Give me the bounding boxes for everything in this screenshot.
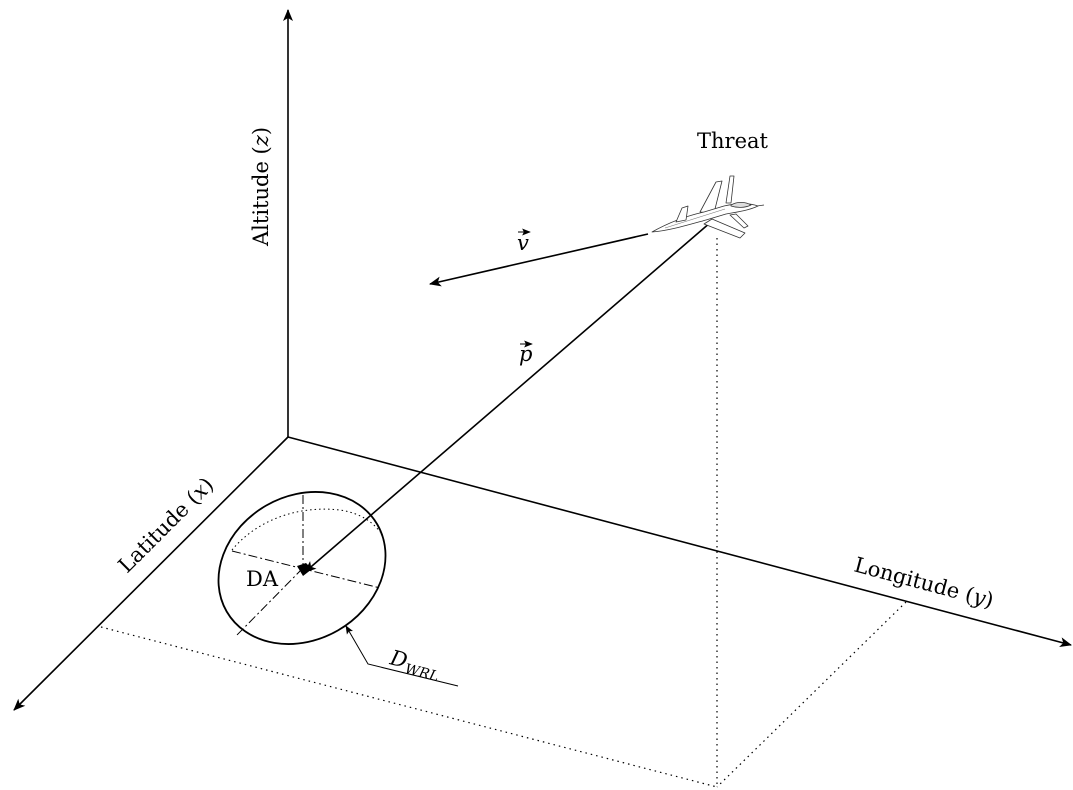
projection-lines — [100, 238, 907, 788]
jet-cockpit — [730, 201, 752, 208]
weapon-release-line-boundary — [217, 491, 387, 645]
crosshair-diagonal — [234, 567, 304, 638]
wrl-radius-label: DWRL — [386, 645, 443, 685]
altitude-axis-label: Altitude (z) — [249, 127, 273, 247]
jet-lower-canard — [729, 213, 749, 229]
velocity-symbol: v — [517, 231, 529, 255]
defended-area: DA — [217, 491, 387, 645]
longitude-projection-line — [716, 601, 907, 788]
defended-area-label: DA — [246, 567, 279, 591]
wrl-leader-line — [345, 625, 459, 687]
velocity-vector-label: v — [517, 228, 531, 255]
jet-tail-fin — [675, 205, 689, 223]
fighter-jet-icon — [651, 175, 765, 239]
defended-area-center-marker — [297, 563, 312, 576]
velocity-vector — [429, 233, 649, 287]
jet-panel-line — [664, 208, 726, 229]
latitude-axis — [13, 436, 289, 711]
longitude-axis — [287, 436, 1072, 648]
jet-upper-canard — [725, 175, 735, 204]
threat-label: Threat — [697, 129, 769, 153]
vectors — [304, 221, 712, 573]
jet-lower-wing — [703, 218, 746, 239]
position-vector-label: p — [519, 340, 533, 366]
ellipse-upper-dotted-arc — [231, 508, 381, 551]
longitude-axis-label: Longitude (y) — [852, 553, 996, 613]
jet-nose-probe — [756, 204, 765, 207]
position-vector — [304, 221, 712, 573]
coordinate-axes — [13, 9, 1072, 711]
latitude-axis-label: Latitude (x) — [114, 473, 219, 578]
wrl-radius-callout: DWRL — [345, 625, 459, 687]
position-symbol: p — [519, 342, 532, 366]
